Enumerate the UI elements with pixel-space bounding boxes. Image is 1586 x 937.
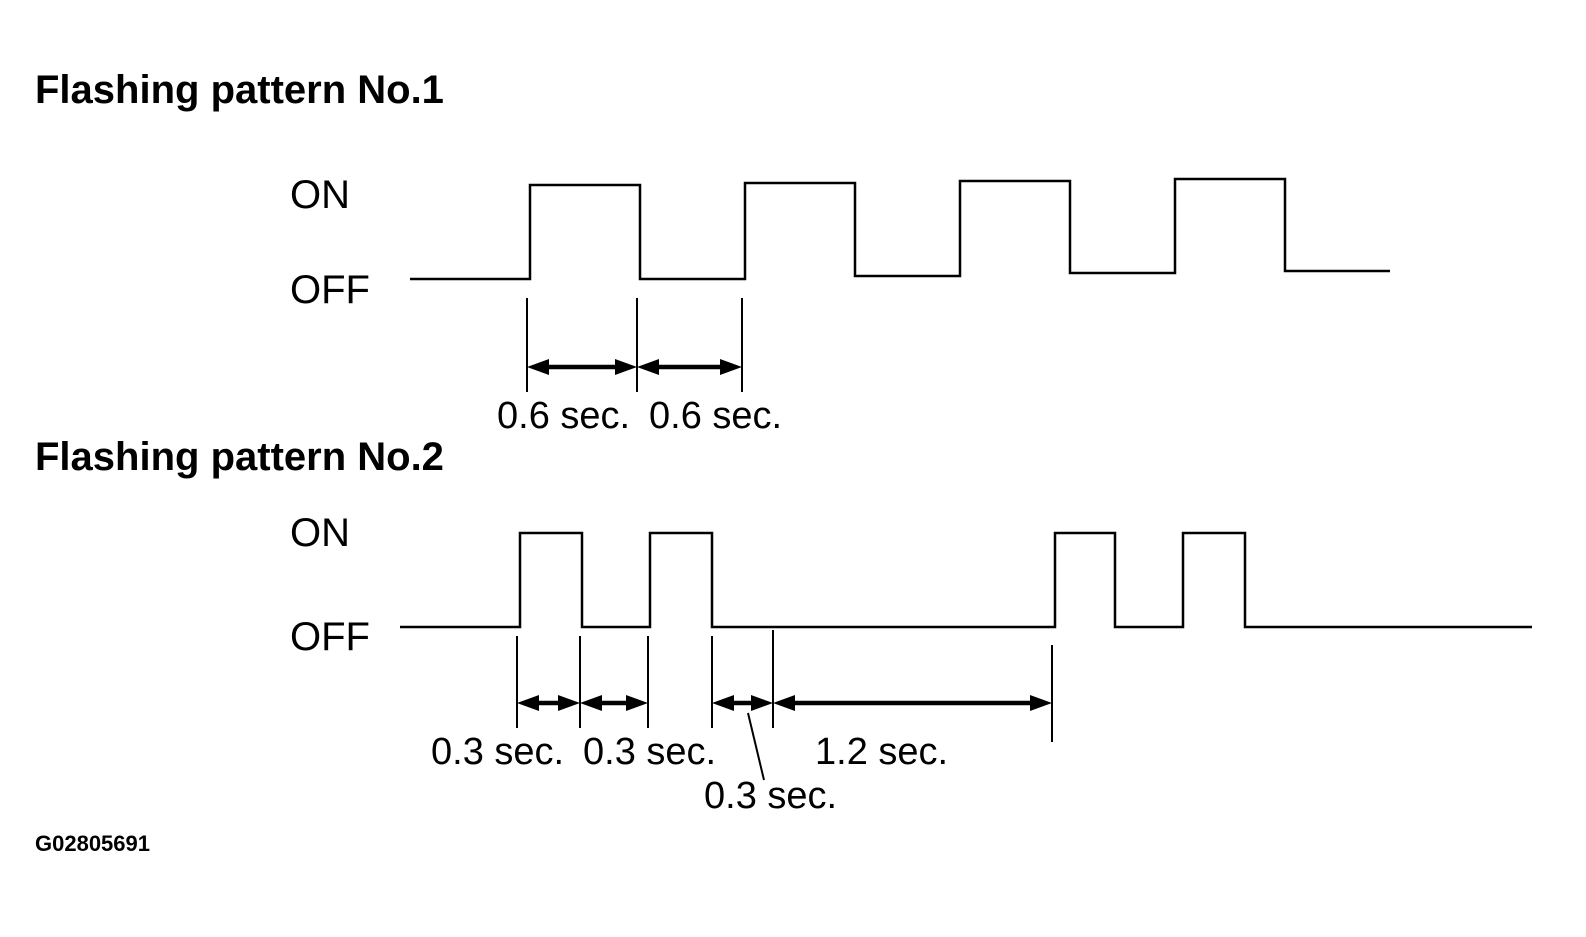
pattern2-off-label: OFF <box>290 615 370 659</box>
pattern1-duration-2: 0.6 sec. <box>649 395 782 437</box>
pattern1-duration-1: 0.6 sec. <box>497 395 630 437</box>
pattern2-dimension-lines <box>516 630 1053 781</box>
pattern1-heading: Flashing pattern No.1 <box>35 68 444 112</box>
pattern2-heading: Flashing pattern No.2 <box>35 435 444 479</box>
pattern1-dimension-lines <box>526 298 743 392</box>
pattern2-on-label: ON <box>290 511 350 555</box>
pattern2-duration-4: 1.2 sec. <box>815 731 948 773</box>
pattern1-off-label: OFF <box>290 268 370 312</box>
pattern1-waveform <box>410 177 1390 281</box>
pattern2-duration-2: 0.3 sec. <box>583 731 716 773</box>
pattern2-duration-3: 0.3 sec. <box>704 775 837 817</box>
figure-code: G02805691 <box>35 831 150 856</box>
pattern2-duration-1: 0.3 sec. <box>431 731 564 773</box>
pattern2-waveform <box>400 531 1532 629</box>
pattern1-on-label: ON <box>290 173 350 217</box>
